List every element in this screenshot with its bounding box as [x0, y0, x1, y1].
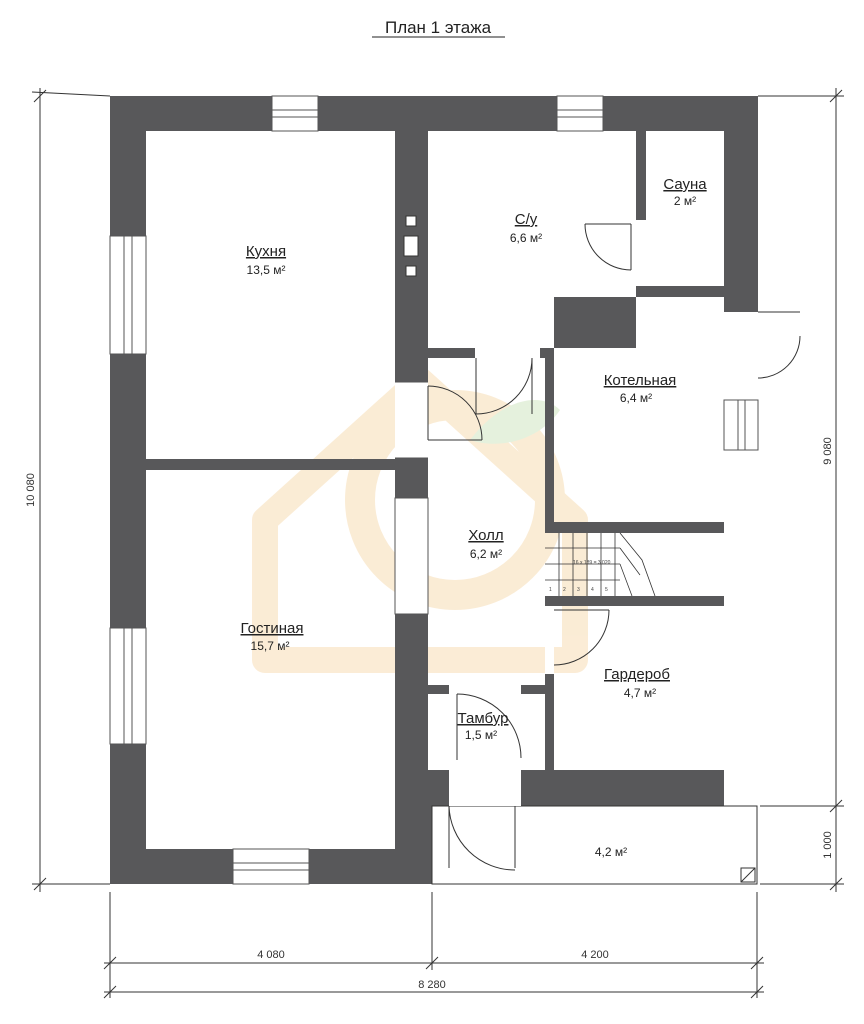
plan-title: План 1 этажа [385, 18, 492, 37]
porch-outline [431, 805, 758, 885]
room-sauna-name: Сауна [663, 176, 707, 193]
stair-label: 16 x 189 = 3 020 [573, 560, 611, 566]
opening-frames [394, 381, 429, 615]
dim-right-lower: 1 000 [822, 831, 834, 859]
stair-step-2: 2 [563, 587, 566, 593]
room-vestibule-name: Тамбур [458, 710, 509, 727]
stair-step-1: 1 [549, 587, 552, 593]
room-vestibule-area: 1,5 м² [465, 728, 497, 742]
room-kitchen-area: 13,5 м² [247, 263, 286, 277]
room-kitchen-name: Кухня [246, 243, 286, 260]
room-boiler-name: Котельная [604, 372, 677, 389]
room-hall-name: Холл [468, 527, 503, 544]
room-porch-area: 4,2 м² [595, 845, 627, 859]
porch-post [740, 867, 756, 883]
dim-bottom-left: 4 080 [257, 949, 285, 961]
room-living-area: 15,7 м² [251, 639, 290, 653]
room-hall-area: 6,2 м² [470, 547, 502, 561]
stair-step-5: 5 [605, 587, 608, 593]
door-openings [395, 220, 758, 806]
door-swings [427, 223, 801, 871]
room-wardrobe-name: Гардероб [604, 666, 670, 683]
room-bathroom-area: 6,6 м² [510, 231, 542, 245]
stair-step-3: 3 [577, 587, 580, 593]
dim-bottom-right: 4 200 [581, 949, 609, 961]
dim-left-total: 10 080 [25, 473, 37, 507]
dimension-lines [31, 88, 844, 999]
walls [110, 96, 758, 884]
windows [109, 95, 759, 885]
room-boiler-area: 6,4 м² [620, 391, 652, 405]
dim-bottom-total: 8 280 [418, 979, 446, 991]
room-living-name: Гостиная [241, 620, 304, 637]
room-wardrobe-area: 4,7 м² [624, 686, 656, 700]
vent-squares [403, 215, 419, 277]
room-sauna-area: 2 м² [674, 194, 696, 208]
dim-right-upper: 9 080 [822, 437, 834, 465]
room-bathroom-name: С/у [515, 211, 538, 228]
staircase [545, 532, 656, 597]
stair-step-4: 4 [591, 587, 594, 593]
